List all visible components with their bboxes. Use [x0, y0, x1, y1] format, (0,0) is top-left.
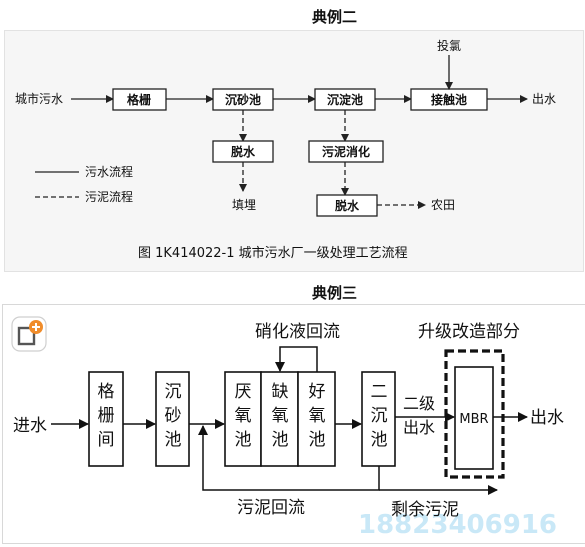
box-contact-label: 接触池: [431, 92, 467, 107]
input-chlorine-label: 投氯: [437, 38, 461, 53]
box-dewater2: 脱水: [316, 194, 378, 217]
output-effluent-label: 出水: [532, 92, 556, 106]
box-digest-label: 污泥消化: [322, 144, 370, 159]
box-mbr-label: MBR: [459, 412, 488, 427]
diagram2-panel: 18823406916 进水 格栅间 沉砂池 厌氧池 缺氧池 好氧池: [2, 304, 585, 544]
box-grit: 沉砂池: [212, 88, 274, 111]
plus-logo-icon: [11, 316, 47, 352]
input-sewage-label: 城市污水: [15, 91, 63, 106]
box-aerobic: 好氧池: [297, 371, 336, 467]
output-farmland-label: 农田: [431, 198, 455, 212]
box-settle: 沉淀池: [314, 88, 376, 111]
box-grit-label: 沉砂池: [225, 92, 261, 107]
box-anaerobic-label: 厌氧池: [235, 382, 252, 450]
box-grid-label: 格栅: [127, 92, 151, 107]
box-mbr: MBR: [454, 366, 494, 470]
box-contact: 接触池: [410, 88, 488, 111]
secondary-out-line2: 出水: [403, 418, 435, 437]
box-clarifier: 二沉池: [361, 371, 396, 467]
box-grit2: 沉砂池: [155, 371, 190, 467]
section2-title: 典例三: [312, 284, 358, 302]
inlet-label: 进水: [13, 416, 47, 436]
box-anoxic: 缺氧池: [260, 371, 299, 467]
diagram1-caption: 图 1K414022-1 城市污水厂一级处理工艺流程: [138, 245, 408, 261]
diagram2-svg: 18823406916 进水 格栅间 沉砂池 厌氧池 缺氧池 好氧池: [11, 316, 564, 540]
outlet-label: 出水: [530, 408, 564, 428]
box-settle-label: 沉淀池: [327, 92, 363, 107]
sludge-return-label: 污泥回流: [237, 498, 305, 518]
section1-title: 典例二: [312, 8, 358, 26]
diagram1-svg: 城市污水 格栅 沉砂池 沉淀池 接触池 出水 投氯 脱水: [15, 38, 556, 261]
box-digest: 污泥消化: [308, 140, 384, 163]
watermark-text: 18823406916: [358, 510, 557, 540]
box-dewater-label: 脱水: [231, 144, 256, 159]
nitrate-return-label: 硝化液回流: [255, 322, 340, 342]
diagram1-panel: 城市污水 格栅 沉砂池 沉淀池 接触池 出水 投氯 脱水: [4, 30, 584, 272]
arrow-sludge-return: [198, 425, 380, 491]
box-screen-label: 格栅间: [98, 382, 115, 450]
output-landfill-label: 填埋: [232, 198, 256, 212]
box-grit2-label: 沉砂池: [165, 382, 182, 450]
box-anoxic-label: 缺氧池: [272, 382, 289, 450]
box-anaerobic: 厌氧池: [224, 371, 262, 467]
excess-sludge-label: 剩余污泥: [391, 500, 459, 520]
box-screen: 格栅间: [88, 371, 124, 467]
box-dewater2-label: 脱水: [335, 198, 360, 213]
arrow-nitrate-return: [275, 346, 318, 372]
box-dewater: 脱水: [212, 140, 274, 163]
legend-sewage-label: 污水流程: [85, 164, 133, 179]
box-aerobic-label: 好氧池: [309, 382, 326, 450]
box-grid: 格栅: [112, 88, 167, 111]
secondary-out-line1: 二级: [403, 394, 435, 413]
box-clarifier-label: 二沉池: [371, 382, 388, 450]
upgrade-label: 升级改造部分: [418, 322, 520, 342]
legend-sludge-label: 污泥流程: [85, 189, 133, 204]
upgrade-dashed-frame: [444, 349, 505, 479]
